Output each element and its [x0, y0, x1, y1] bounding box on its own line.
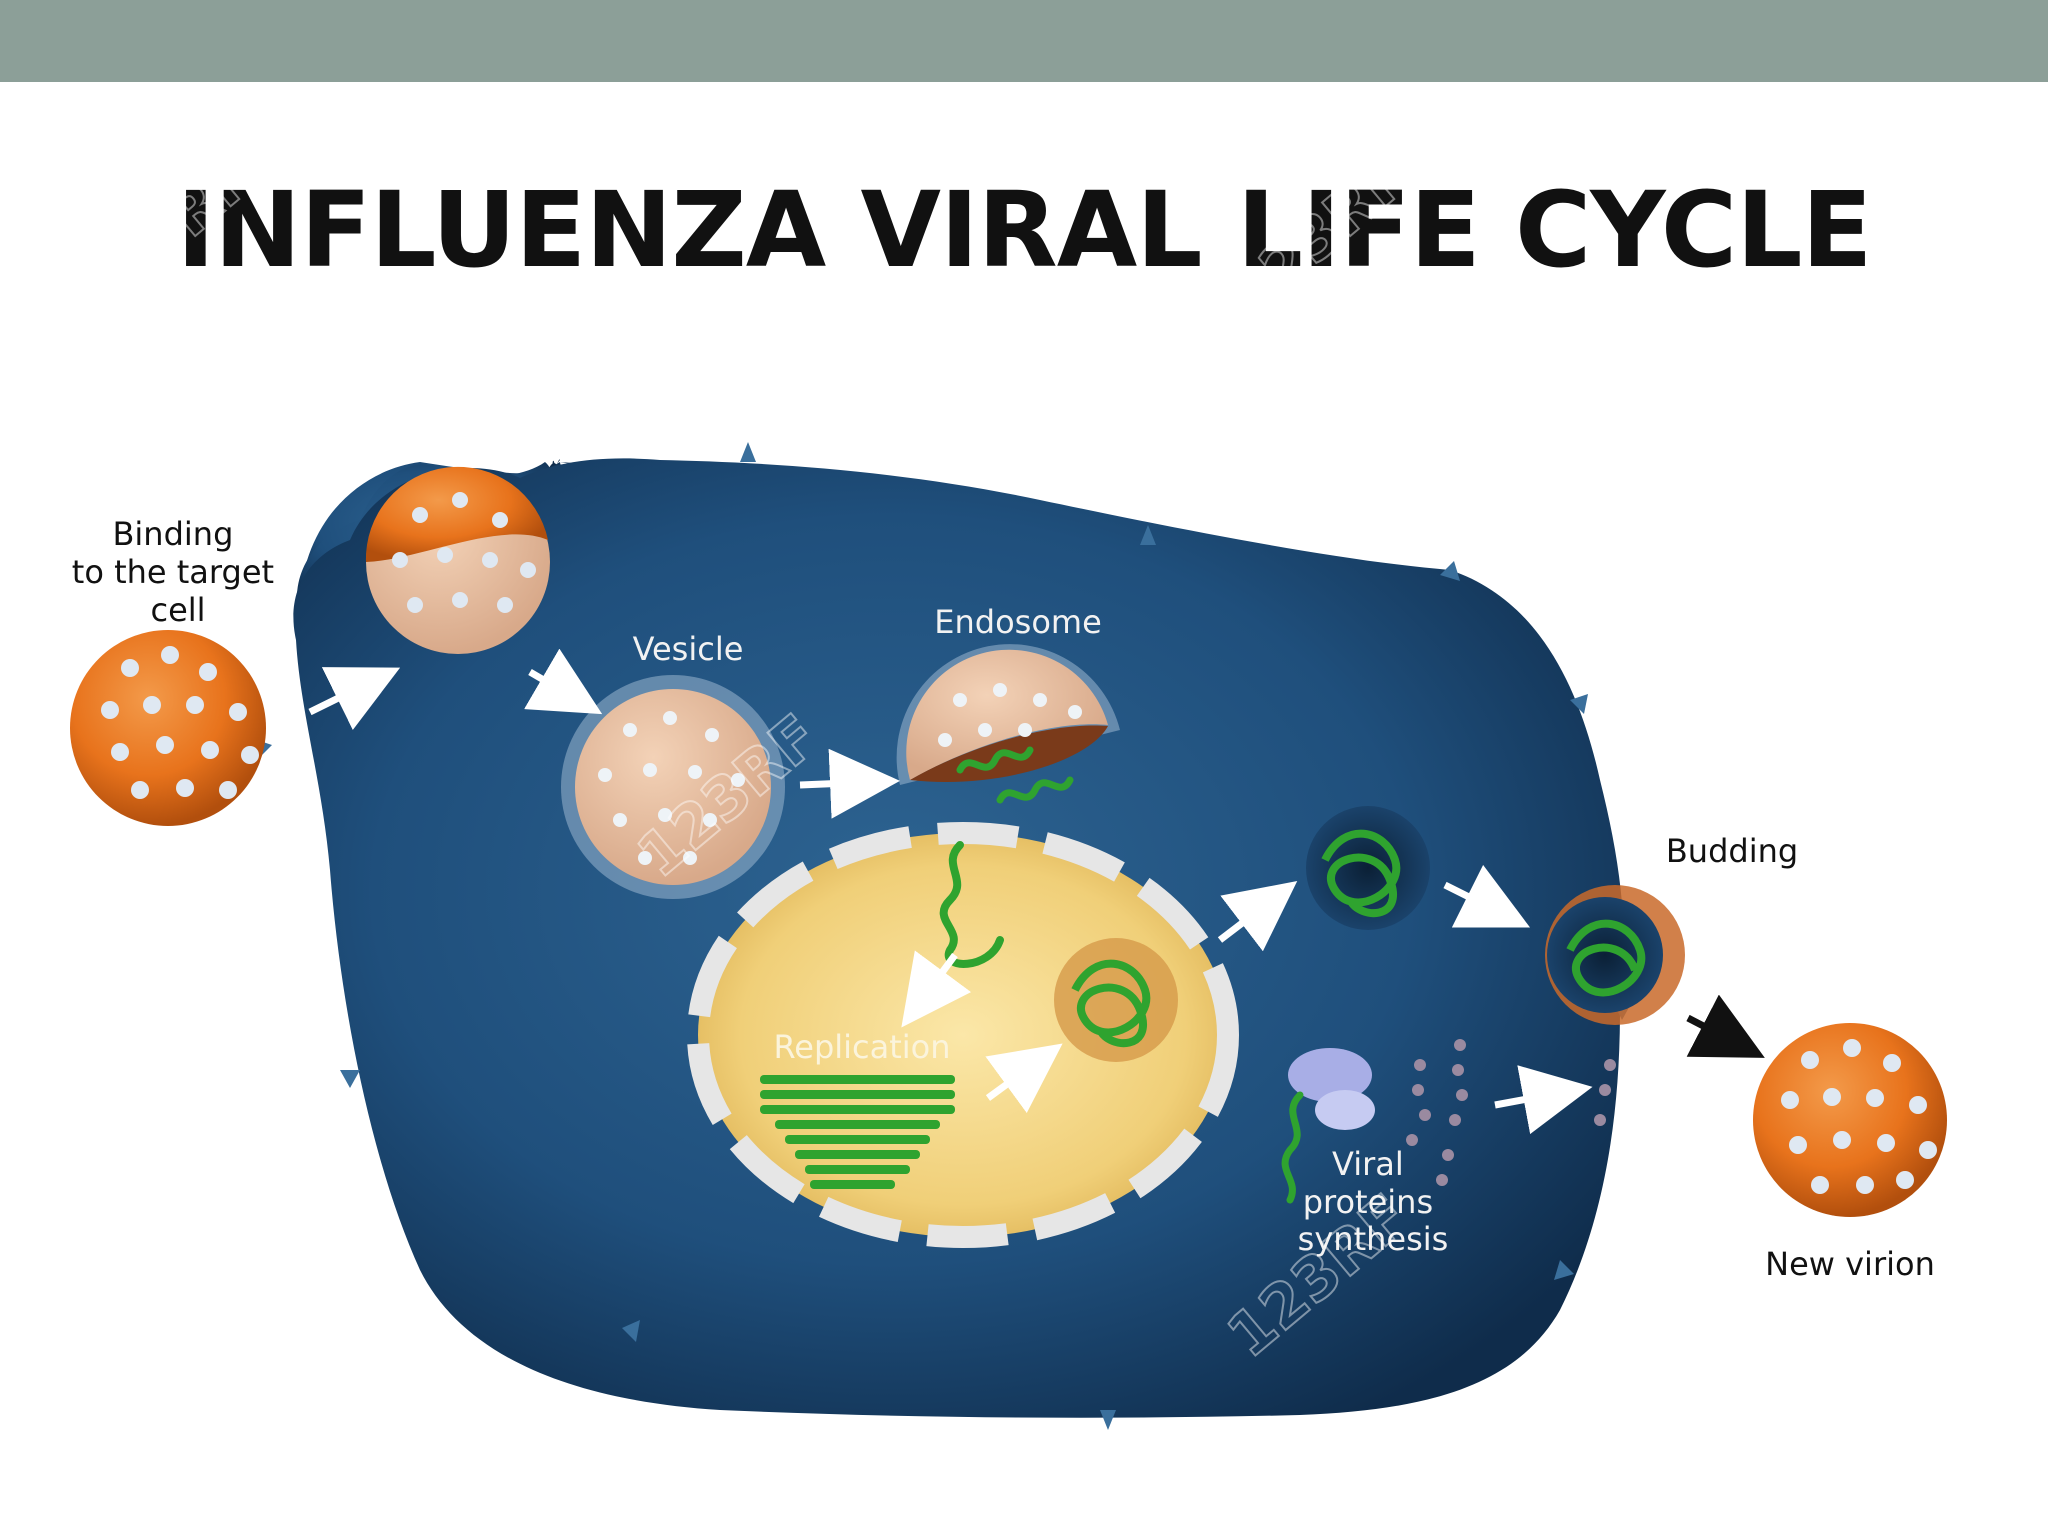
arrow-vesicle-to-endosome — [799, 748, 900, 819]
svg-text:123RF: 123RF — [1215, 141, 1423, 331]
viral-proteins — [1406, 1039, 1616, 1186]
svg-text:123RF: 123RF — [60, 141, 268, 331]
top-bar — [0, 0, 2048, 82]
label-viral-proteins: Viral proteins synthesis — [1298, 1145, 1449, 1258]
arrow-cytoplasm-to-budding — [1443, 864, 1531, 928]
arrow-replication-to-rnp — [985, 1043, 1063, 1114]
vesicle — [561, 675, 785, 899]
budding-virion — [1545, 885, 1685, 1025]
ribosome — [1281, 1048, 1375, 1204]
cell-membrane — [296, 462, 607, 612]
label-new-virion: New virion — [1765, 1245, 1935, 1283]
replication-strands — [760, 1075, 955, 1189]
label-endosome: Endosome — [934, 603, 1102, 641]
rnp-complex-nucleus — [1054, 938, 1178, 1062]
rnp-complex-cytoplasm — [1306, 806, 1430, 930]
label-binding: Binding to the target cell — [72, 515, 284, 629]
binding-virion — [70, 630, 266, 826]
label-budding: Budding — [1666, 832, 1798, 870]
page-title: INFLUENZA VIRAL LIFE CYCLE — [176, 169, 1872, 291]
membrane-receptors — [254, 442, 1632, 1430]
svg-text:123RF: 123RF — [1785, 671, 1993, 861]
entering-virion — [365, 466, 550, 654]
arrow-proteins-to-budding — [1494, 1065, 1593, 1135]
arrow-entry-to-vesicle — [524, 648, 603, 715]
endosome — [896, 644, 1120, 804]
process-arrows — [308, 648, 1593, 1135]
arrow-nucleus-to-cytoplasm — [1217, 881, 1298, 952]
svg-text:123RF: 123RF — [60, 1181, 268, 1371]
label-replication: Replication — [773, 1028, 950, 1066]
label-vesicle: Vesicle — [633, 630, 744, 668]
new-virion — [1753, 1023, 1947, 1217]
arrow-binding-to-entry — [308, 667, 401, 730]
arrow-rna-to-replication — [901, 950, 972, 1028]
arrow-budding-to-release — [1686, 994, 1765, 1058]
